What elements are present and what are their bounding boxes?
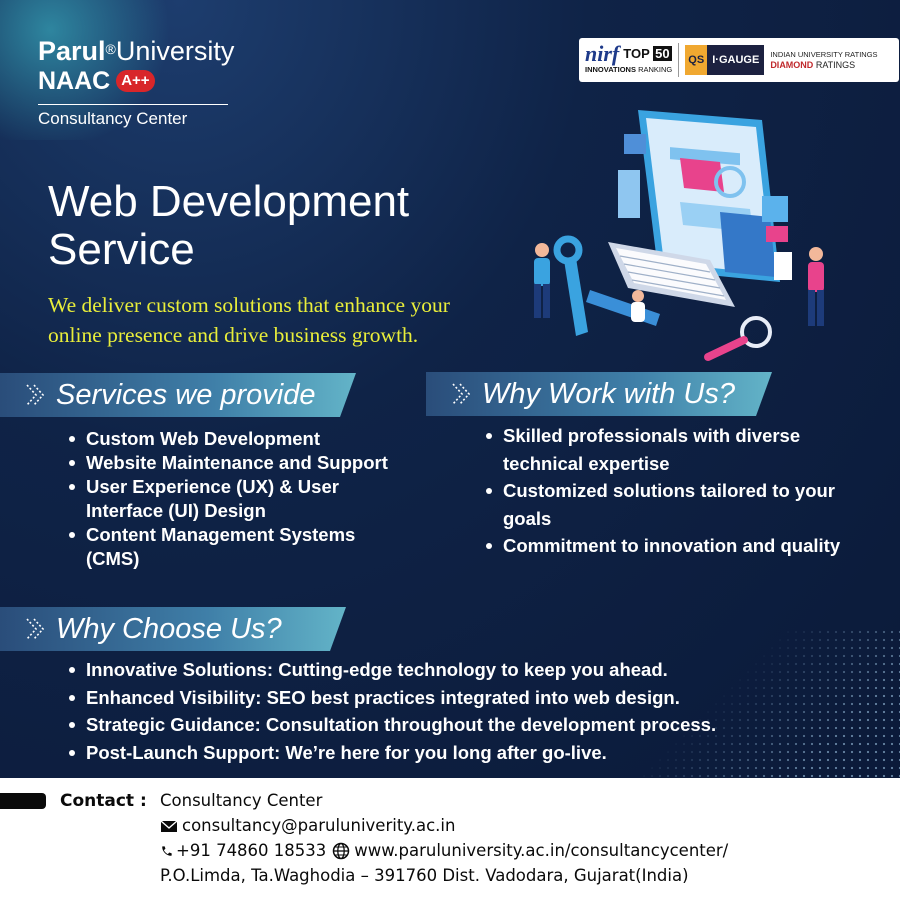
contact-email[interactable]: consultancy@paruluniverity.ac.in <box>182 816 456 835</box>
wrench-icon <box>553 235 588 336</box>
contact-address: P.O.Limda, Ta.Waghodia – 391760 Dist. Va… <box>160 866 689 885</box>
services-heading: Services we provide <box>0 373 356 417</box>
why-choose-list: Innovative Solutions: Cutting-edge techn… <box>66 656 886 767</box>
contact-label: Contact : <box>60 790 147 811</box>
page-subtitle: We deliver custom solutions that enhance… <box>48 293 450 347</box>
magnifier-icon <box>704 316 772 361</box>
rankings-badge: nirf TOP 50 INNOVATIONS RANKING QS I·GAU… <box>579 38 899 82</box>
phone-icon <box>162 845 172 856</box>
university-logo: Parul®University NAAC A++ Consultancy Ce… <box>38 36 234 129</box>
nirf-top-label: TOP <box>623 46 650 61</box>
diamond-line2: DIAMOND RATINGS <box>770 60 877 71</box>
why-choose-heading-label: Why Choose Us? <box>56 612 282 645</box>
double-chevron-icon <box>22 616 48 642</box>
person-right-icon <box>808 247 824 326</box>
why-choose-heading: Why Choose Us? <box>0 607 346 651</box>
services-list: Custom Web Development Website Maintenan… <box>66 427 406 571</box>
nirf-sub-bold: INNOVATIONS <box>585 65 636 74</box>
poster: Parul®University NAAC A++ Consultancy Ce… <box>0 0 900 778</box>
monitor-icon <box>638 110 780 282</box>
double-chevron-icon <box>22 382 48 408</box>
double-chevron-icon <box>448 381 474 407</box>
nirf-logo: nirf TOP 50 INNOVATIONS RANKING <box>585 41 672 76</box>
list-item: Custom Web Development <box>66 427 406 451</box>
list-item: Enhanced Visibility: SEO best practices … <box>66 684 886 712</box>
contact-phone[interactable]: +91 74860 18533 <box>176 841 327 860</box>
list-item: Strategic Guidance: Consultation through… <box>66 711 886 739</box>
diamond-rating: INDIAN UNIVERSITY RATINGS DIAMOND RATING… <box>770 49 877 71</box>
floating-cards <box>618 134 792 280</box>
nirf-word: nirf <box>585 41 620 66</box>
list-item: Innovative Solutions: Cutting-edge techn… <box>66 656 886 684</box>
list-item: Commitment to innovation and quality <box>483 532 853 560</box>
ruler-icon <box>586 290 660 326</box>
person-middle-icon <box>631 290 645 322</box>
list-item: Post-Launch Support: We’re here for you … <box>66 739 886 767</box>
logo-divider <box>38 104 228 105</box>
naac-label: NAAC <box>38 67 111 95</box>
page-title: Web Development Service <box>48 178 518 274</box>
globe-icon <box>333 842 350 859</box>
rank-divider <box>678 43 680 77</box>
diamond-bold: DIAMOND <box>770 60 814 70</box>
diamond-line1: INDIAN UNIVERSITY RATINGS <box>770 50 878 59</box>
list-item: User Experience (UX) & User Interface (U… <box>66 475 406 523</box>
title-line1: Web Development <box>48 177 410 226</box>
list-item: Website Maintenance and Support <box>66 451 406 475</box>
services-heading-label: Services we provide <box>56 378 316 411</box>
contact-name: Consultancy Center <box>160 791 323 810</box>
nirf-subtitle: INNOVATIONS RANKING <box>585 64 672 76</box>
nirf-sub-rest: RANKING <box>638 65 673 74</box>
logo-reg-mark: ® <box>105 41 116 57</box>
nirf-top50: TOP 50 <box>623 46 672 61</box>
dot-pattern <box>640 628 900 778</box>
why-work-heading: Why Work with Us? <box>426 372 772 416</box>
envelope-icon <box>160 819 178 832</box>
corner-glow <box>0 0 180 140</box>
qs-label: I·GAUGE <box>712 54 760 66</box>
qs-igauge-logo: QS I·GAUGE <box>685 45 765 75</box>
contact-website[interactable]: www.paruluniversity.ac.in/consultancycen… <box>354 841 729 860</box>
logo-center: Consultancy Center <box>38 109 188 128</box>
list-item: Skilled professionals with diverse techn… <box>483 422 853 477</box>
list-item: Customized solutions tailored to your go… <box>483 477 853 532</box>
title-line2: Service <box>48 225 195 274</box>
person-left-icon <box>534 243 550 318</box>
logo-brand: Parul <box>38 36 106 66</box>
web-development-illustration <box>534 110 824 361</box>
diamond-rest: RATINGS <box>815 60 856 70</box>
logo-university-name: Parul®University <box>38 36 234 66</box>
why-work-heading-label: Why Work with Us? <box>482 377 735 410</box>
keyboard-icon <box>608 242 735 307</box>
contact-block: Contact : Consultancy Center consultancy… <box>60 788 728 888</box>
footer-accent-bar <box>0 793 46 809</box>
logo-university: University <box>115 36 235 66</box>
qs-mark: QS <box>685 45 708 75</box>
why-work-list: Skilled professionals with diverse techn… <box>483 422 853 560</box>
nirf-top-number: 50 <box>653 46 672 61</box>
logo-naac: NAAC A++ <box>38 66 234 96</box>
list-item: Content Management Systems (CMS) <box>66 523 406 571</box>
naac-grade-badge: A++ <box>116 70 155 92</box>
